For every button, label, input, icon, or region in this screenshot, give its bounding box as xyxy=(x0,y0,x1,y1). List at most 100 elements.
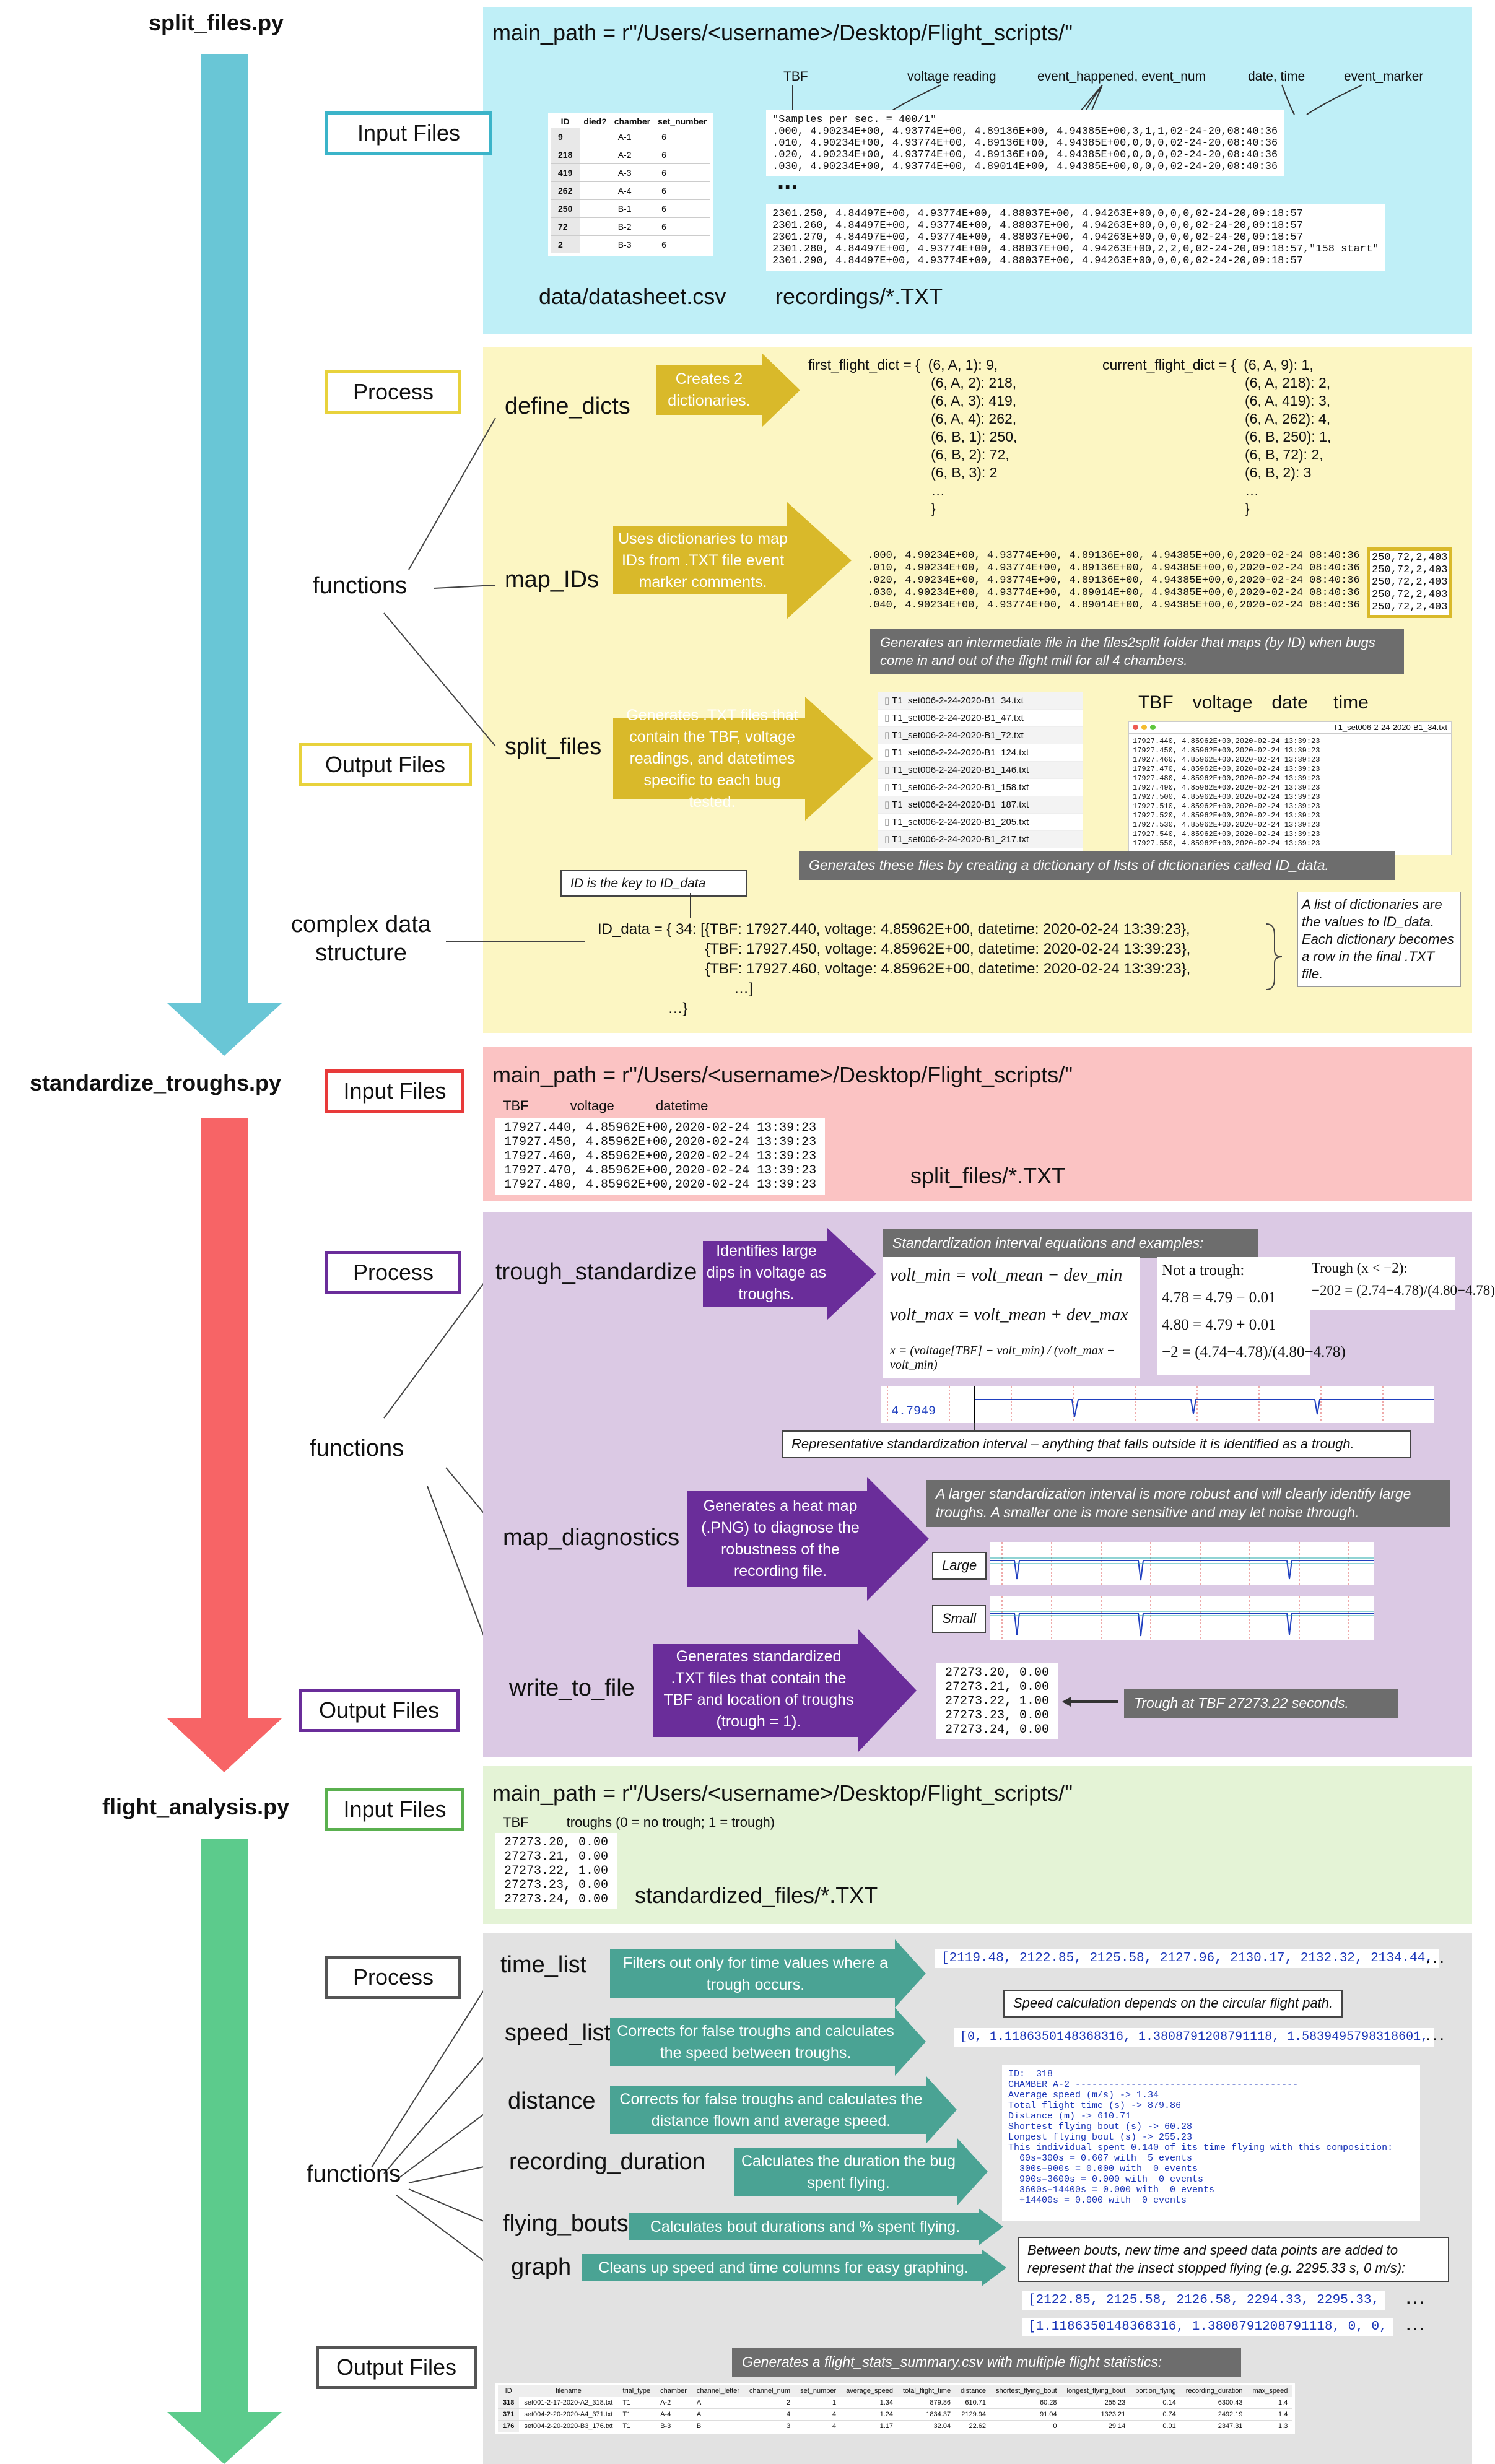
file-list-item[interactable]: ▯ T1_set006-2-24-2020-B1_158.txt xyxy=(878,779,1083,796)
graph-time-ellipsis: … xyxy=(1405,2285,1426,2309)
map-diagnostics-arrow xyxy=(687,1477,929,1601)
fn-time-list: time_list xyxy=(500,1952,587,1978)
speed-calc-note: Speed calculation depends on the circula… xyxy=(1003,1990,1343,2018)
s2-main-path: main_path = r"/Users/<username>/Desktop/… xyxy=(492,1062,1073,1087)
flight-analysis-arrow xyxy=(167,1839,282,2464)
distance-desc: Corrects for false troughs and calculate… xyxy=(619,2090,923,2130)
datasheet-cell: 6 xyxy=(661,204,666,214)
first-flight-dict: first_flight_dict = { (6, A, 1): 9, (6, … xyxy=(808,357,1018,516)
datasheet-cell: A-4 xyxy=(617,186,632,196)
complex-data-structure-label: complex data structure xyxy=(291,912,432,966)
script-title-split-files: split_files.py xyxy=(149,10,284,35)
s1-functions-label: functions xyxy=(313,573,408,599)
file-icon: ▯ xyxy=(884,765,892,775)
stats-header-cell: distance xyxy=(956,2385,992,2397)
stats-header-cell: trial_type xyxy=(617,2385,656,2397)
close-dot-icon[interactable] xyxy=(1133,725,1138,730)
stats-header-cell: ID xyxy=(498,2385,520,2397)
datasheet-cell: 218 xyxy=(551,146,580,164)
speed-list-desc: Corrects for false troughs and calculate… xyxy=(617,2022,894,2061)
file-name: T1_set006-2-24-2020-B1_146.txt xyxy=(892,765,1029,775)
col-label-datetime: date, time xyxy=(1248,69,1305,84)
eq-volt-max: volt_max = volt_mean + dev_max xyxy=(890,1305,1128,1325)
stats-cell: 2347.31 xyxy=(1180,2420,1248,2432)
col-label-event: event_happened, event_num xyxy=(1037,69,1206,84)
stats-cell: 0.14 xyxy=(1130,2397,1181,2409)
flying-bouts-desc: Calculates bout durations and % spent fl… xyxy=(650,2218,961,2235)
fn-recording-duration: recording_duration xyxy=(509,2149,705,2175)
stats-header-cell: chamber xyxy=(655,2385,692,2397)
file-list-item[interactable]: ▯ T1_set006-2-24-2020-B1_205.txt xyxy=(878,814,1083,831)
datasheet-cell: B-3 xyxy=(617,240,632,250)
map-ids-arrow xyxy=(613,502,852,619)
fn-speed-list: speed_list xyxy=(505,2020,611,2046)
recording-top-code: "Samples per sec. = 400/1" .000, 4.90234… xyxy=(766,110,1284,176)
file-list-item[interactable]: ▯ T1_set006-2-24-2020-B1_146.txt xyxy=(878,762,1083,779)
file-list-item[interactable]: ▯ T1_set006-2-24-2020-B1_34.txt xyxy=(878,692,1083,710)
signal-plot: 4.7949 xyxy=(881,1386,1434,1442)
stats-cell: A xyxy=(691,2397,745,2409)
datasheet-cell: 250 xyxy=(551,199,580,218)
file-list-item[interactable]: ▯ T1_set006-2-24-2020-B1_217.txt xyxy=(878,831,1083,848)
stats-cell: 1834.37 xyxy=(898,2408,956,2421)
file-icon: ▯ xyxy=(884,834,892,845)
id-data-structure: ID_data = { 34: [{TBF: 17927.440, voltag… xyxy=(598,921,1191,1017)
flight-summary-output: ID: 318 CHAMBER A-2 --------------------… xyxy=(1002,2065,1420,2221)
file-icon: ▯ xyxy=(884,713,892,723)
stats-cell: 2 xyxy=(744,2397,796,2409)
stats-header-cell: longest_flying_bout xyxy=(1061,2385,1131,2397)
time-list-desc: Filters out only for time values where a… xyxy=(623,1954,888,1993)
file-window-code: 17927.440, 4.85962E+00,2020-02-24 13:39:… xyxy=(1133,737,1320,848)
s3-input-filename: standardized_files/*.TXT xyxy=(635,1883,878,1908)
stats-header-cell: channel_num xyxy=(744,2385,796,2397)
stats-cell: 32.04 xyxy=(898,2420,956,2432)
fn-map-ids: map_IDs xyxy=(505,567,599,593)
maximize-dot-icon[interactable] xyxy=(1150,725,1156,730)
trough-standardize-desc: Identifies large dips in voltage as trou… xyxy=(706,1242,827,1303)
file-window: T1_set006-2-24-2020-B1_34.txt 17927.440,… xyxy=(1128,721,1452,855)
map-ids-note: Generates an intermediate file in the fi… xyxy=(870,629,1404,675)
time-list-values: [2119.48, 2122.85, 2125.58, 2127.96, 213… xyxy=(935,1949,1439,1968)
datasheet-filename: data/datasheet.csv xyxy=(539,284,726,309)
file-icon: ▯ xyxy=(884,799,892,810)
fn-define-dicts: define_dicts xyxy=(505,393,630,419)
datasheet-cell: 6 xyxy=(661,150,666,160)
diagnostics-note: A larger standardization interval is mor… xyxy=(926,1480,1450,1527)
stats-cell: 2492.19 xyxy=(1180,2408,1248,2421)
ds-h: died? xyxy=(583,116,607,126)
stats-cell: T1 xyxy=(617,2397,656,2409)
file-list-item[interactable]: ▯ T1_set006-2-24-2020-B1_47.txt xyxy=(878,710,1083,727)
minimize-dot-icon[interactable] xyxy=(1141,725,1147,730)
file-icon: ▯ xyxy=(884,695,892,706)
values-brace xyxy=(1266,923,1283,990)
summary-csv-note: Generates a flight_stats_summary.csv wit… xyxy=(732,2348,1241,2377)
file-icon: ▯ xyxy=(884,747,892,758)
file-name: T1_set006-2-24-2020-B1_72.txt xyxy=(892,730,1024,741)
file-list-item[interactable]: ▯ T1_set006-2-24-2020-B1_124.txt xyxy=(878,744,1083,762)
fn-flying-bouts: flying_bouts xyxy=(503,2211,629,2237)
s1-process-label: Process xyxy=(325,370,461,414)
stats-cell: T1 xyxy=(617,2408,656,2421)
map-ids-desc: Uses dictionaries to map IDs from .TXT f… xyxy=(618,529,788,591)
stats-cell: 6300.43 xyxy=(1180,2397,1248,2409)
stats-cell: 1.3 xyxy=(1247,2420,1293,2432)
file-list-item[interactable]: ▯ T1_set006-2-24-2020-B1_72.txt xyxy=(878,727,1083,744)
write-to-file-desc: Generates standardized .TXT files that c… xyxy=(663,1647,854,1730)
file-icon: ▯ xyxy=(884,782,892,793)
datasheet-header-row: ID died? chamber set_number xyxy=(551,115,710,128)
s2-functions-label: functions xyxy=(310,1435,404,1461)
file-list-item[interactable]: ▯ T1_set006-2-24-2020-B1_187.txt xyxy=(878,796,1083,814)
stats-cell: 3 xyxy=(744,2420,796,2432)
graph-note: Between bouts, new time and speed data p… xyxy=(1018,2237,1449,2283)
datasheet-cell: 419 xyxy=(551,163,580,182)
s2-input-code: 17927.440, 4.85962E+00,2020-02-24 13:39:… xyxy=(495,1118,826,1195)
graph-speed-values: [1.1186350148368316, 1.3808791208791118,… xyxy=(1022,2318,1393,2336)
speed-list-values: [0, 1.1186350148368316, 1.38087912087911… xyxy=(954,2028,1435,2047)
recording-duration-desc: Calculates the duration the bug spent fl… xyxy=(741,2152,956,2192)
